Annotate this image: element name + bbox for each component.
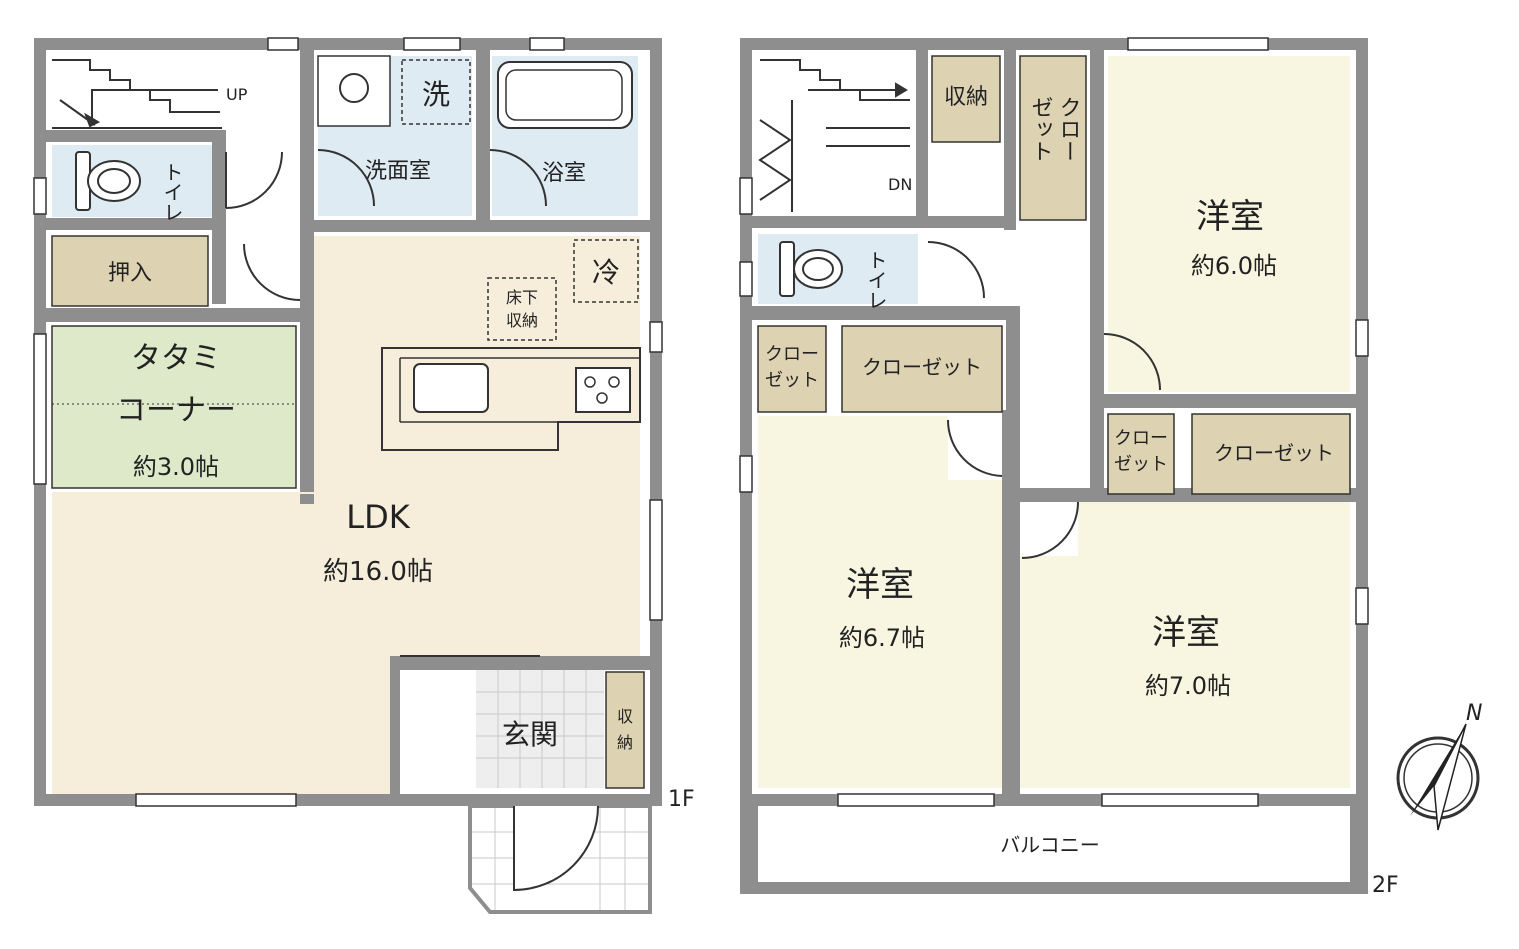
floor2-room-a-label: 洋室	[1196, 197, 1264, 237]
floor1-toilet-label: トイレ	[160, 162, 184, 222]
floor2-room-a-size: 約6.0帖	[1191, 252, 1277, 280]
floor1-stairs-label: UP	[226, 85, 248, 104]
floor1-front-door	[513, 805, 599, 892]
floor2-closet-vertical-label-2: ゼット	[1028, 96, 1053, 162]
floor2-closet-small-2	[1107, 413, 1175, 495]
floor1-tatami-size: 約3.0帖	[133, 453, 219, 481]
floor1-tatami-corner	[51, 325, 297, 489]
floor1-door-swings	[225, 149, 547, 657]
compass-icon: N	[1396, 701, 1482, 831]
floor1-tatami-label-2: コーナー	[116, 393, 236, 428]
floor2-room-c-size: 約7.0帖	[1145, 672, 1231, 700]
floor2-closet-small-2-label-2: ゼット	[1114, 454, 1168, 475]
floor2-closet-small-2-label-1: クロー	[1114, 428, 1168, 449]
floor2-room-b-label: 洋室	[846, 565, 914, 605]
floor2-closet-wide-2	[1191, 413, 1351, 495]
floor2-storage	[931, 55, 1001, 143]
floor2-closet-small-1-label-1: クロー	[765, 344, 819, 365]
floor1-storage-label-1: 収	[617, 707, 633, 726]
floor1-ldk-label: LDK	[346, 498, 410, 536]
floor2-balcony-label: バルコニー	[1000, 833, 1100, 857]
floor2-closet-small-1	[757, 325, 827, 413]
floor1-kitchen-counter	[381, 347, 641, 451]
floor1-storage-label-2: 納	[617, 733, 633, 752]
floor1-entrance-storage	[605, 671, 645, 789]
floor2-closet-wide-2-label: クローゼット	[1214, 441, 1334, 465]
floor2-room-6-0	[1108, 56, 1350, 392]
floor2-door-swings	[927, 241, 1161, 559]
floor2-windows	[739, 37, 1369, 807]
floor2-closet-vertical	[1019, 55, 1087, 221]
floor2-closet-small-1-label-2: ゼット	[765, 370, 819, 391]
floor1-underfloor-label-2: 収納	[506, 311, 538, 330]
floor1-genkan	[476, 670, 604, 788]
floor1-washroom-label: 洗面室	[365, 159, 431, 184]
floor2-room-c-label: 洋室	[1152, 613, 1220, 653]
floor2-closet-wide-1-label: クローゼット	[862, 355, 982, 379]
floor1-label: 1F	[668, 787, 695, 812]
floor1-windows	[33, 37, 663, 807]
floor1-oshiire	[51, 235, 209, 307]
floor1-genkan-label: 玄関	[502, 718, 558, 751]
floor2-closet-vertical-label-1: クロー	[1056, 96, 1081, 162]
floor1-washer-label: 洗	[422, 78, 450, 111]
floor2-stairs-label: DN	[888, 175, 912, 194]
floor-1-plan: UP トイレ 押入 タタミ コーナー 約3.0帖 洗 洗面室	[33, 37, 695, 914]
floor2-toilet-label: トイレ	[864, 250, 888, 310]
compass-north-label: N	[1466, 701, 1482, 726]
floor2-closet-wide-1	[841, 325, 1003, 413]
floor2-stairs	[756, 56, 916, 216]
floor1-underfloor-label-1: 床下	[506, 288, 538, 307]
floor1-bath-label: 浴室	[542, 161, 586, 186]
floor1-oshiire-label: 押入	[108, 261, 152, 286]
floor-2-plan: DN 収納 クロー ゼット 洋室 約6.0帖 トイレ クロー	[739, 37, 1399, 898]
floor2-label: 2F	[1372, 873, 1399, 898]
floor1-tatami-label-1: タタミ	[131, 341, 221, 376]
floor2-room-b-size: 約6.7帖	[839, 624, 925, 652]
floor1-ldk-size: 約16.0帖	[323, 557, 433, 587]
floor2-storage-label: 収納	[944, 85, 988, 110]
floor1-fridge-label: 冷	[592, 256, 620, 289]
